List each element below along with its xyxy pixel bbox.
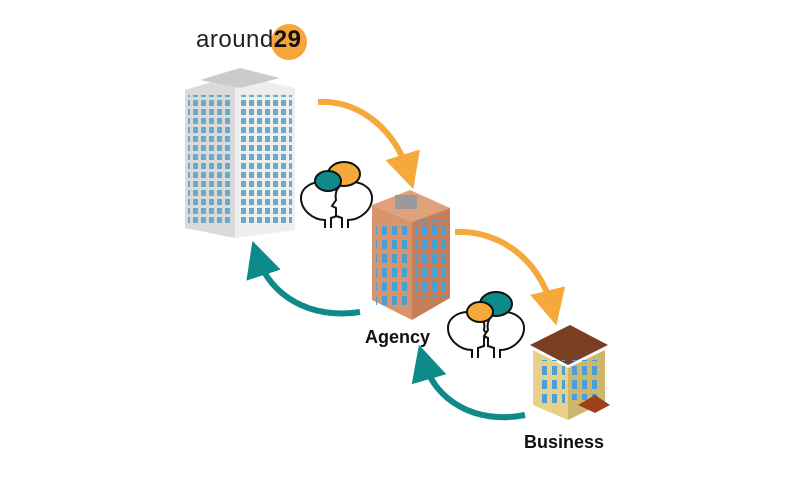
conversation-heads-icon <box>299 161 374 228</box>
arrow-business-to-agency <box>411 344 526 421</box>
arrow-agency-to-corporate <box>246 240 361 317</box>
agency-building-icon <box>372 190 450 320</box>
logo-word: around <box>196 26 274 53</box>
agency-label: Agency <box>365 327 431 347</box>
around29-logo: around29 <box>196 26 301 54</box>
arrow-to-business <box>454 228 566 326</box>
arrow-to-agency <box>317 98 420 190</box>
logo-circle <box>271 24 307 60</box>
business-label: Business <box>524 432 605 452</box>
business-building-icon <box>530 325 610 420</box>
logo-number: 29 <box>273 26 302 53</box>
corporate-building-icon <box>185 68 295 238</box>
conversation-heads-icon <box>446 291 526 358</box>
